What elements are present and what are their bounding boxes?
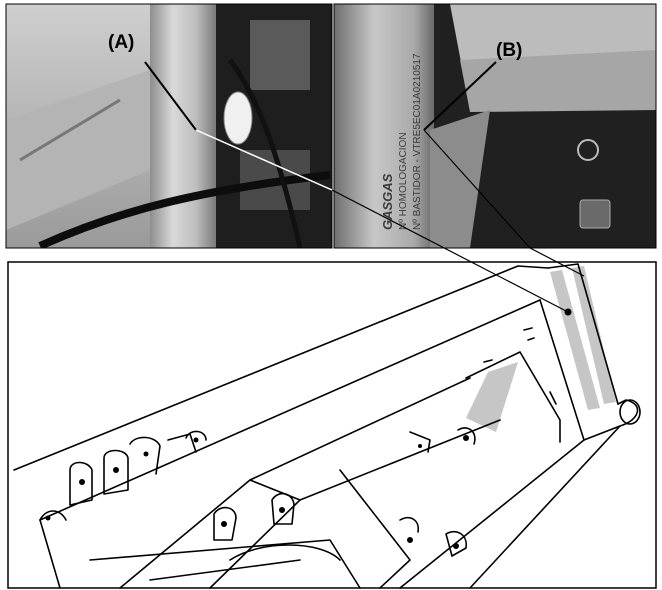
photo-a [6,4,332,248]
label-a-group: (A) [108,32,134,53]
frame-line-drawing [7,261,657,589]
stamped-homologation: Nº HOMOLOGACION [398,132,409,230]
label-b-group: (B) [496,40,522,61]
callout-lines [144,61,585,313]
stamped-frame-number: Nº BASTIDOR - VTRE5EC01A0210517 [412,53,423,230]
mounting-holes [45,308,572,549]
label-a: (A) [108,32,134,53]
leader-a [144,61,197,131]
label-b: (B) [496,40,522,61]
marker-area-plate [466,362,518,432]
stamped-brand: GASGAS [380,173,395,230]
marker-area-b [572,266,616,404]
photo-b: GASGAS Nº HOMOLOGACION Nº BASTIDOR - VTR… [334,4,656,248]
leader-b [423,61,497,131]
marker-area-a [550,270,600,410]
